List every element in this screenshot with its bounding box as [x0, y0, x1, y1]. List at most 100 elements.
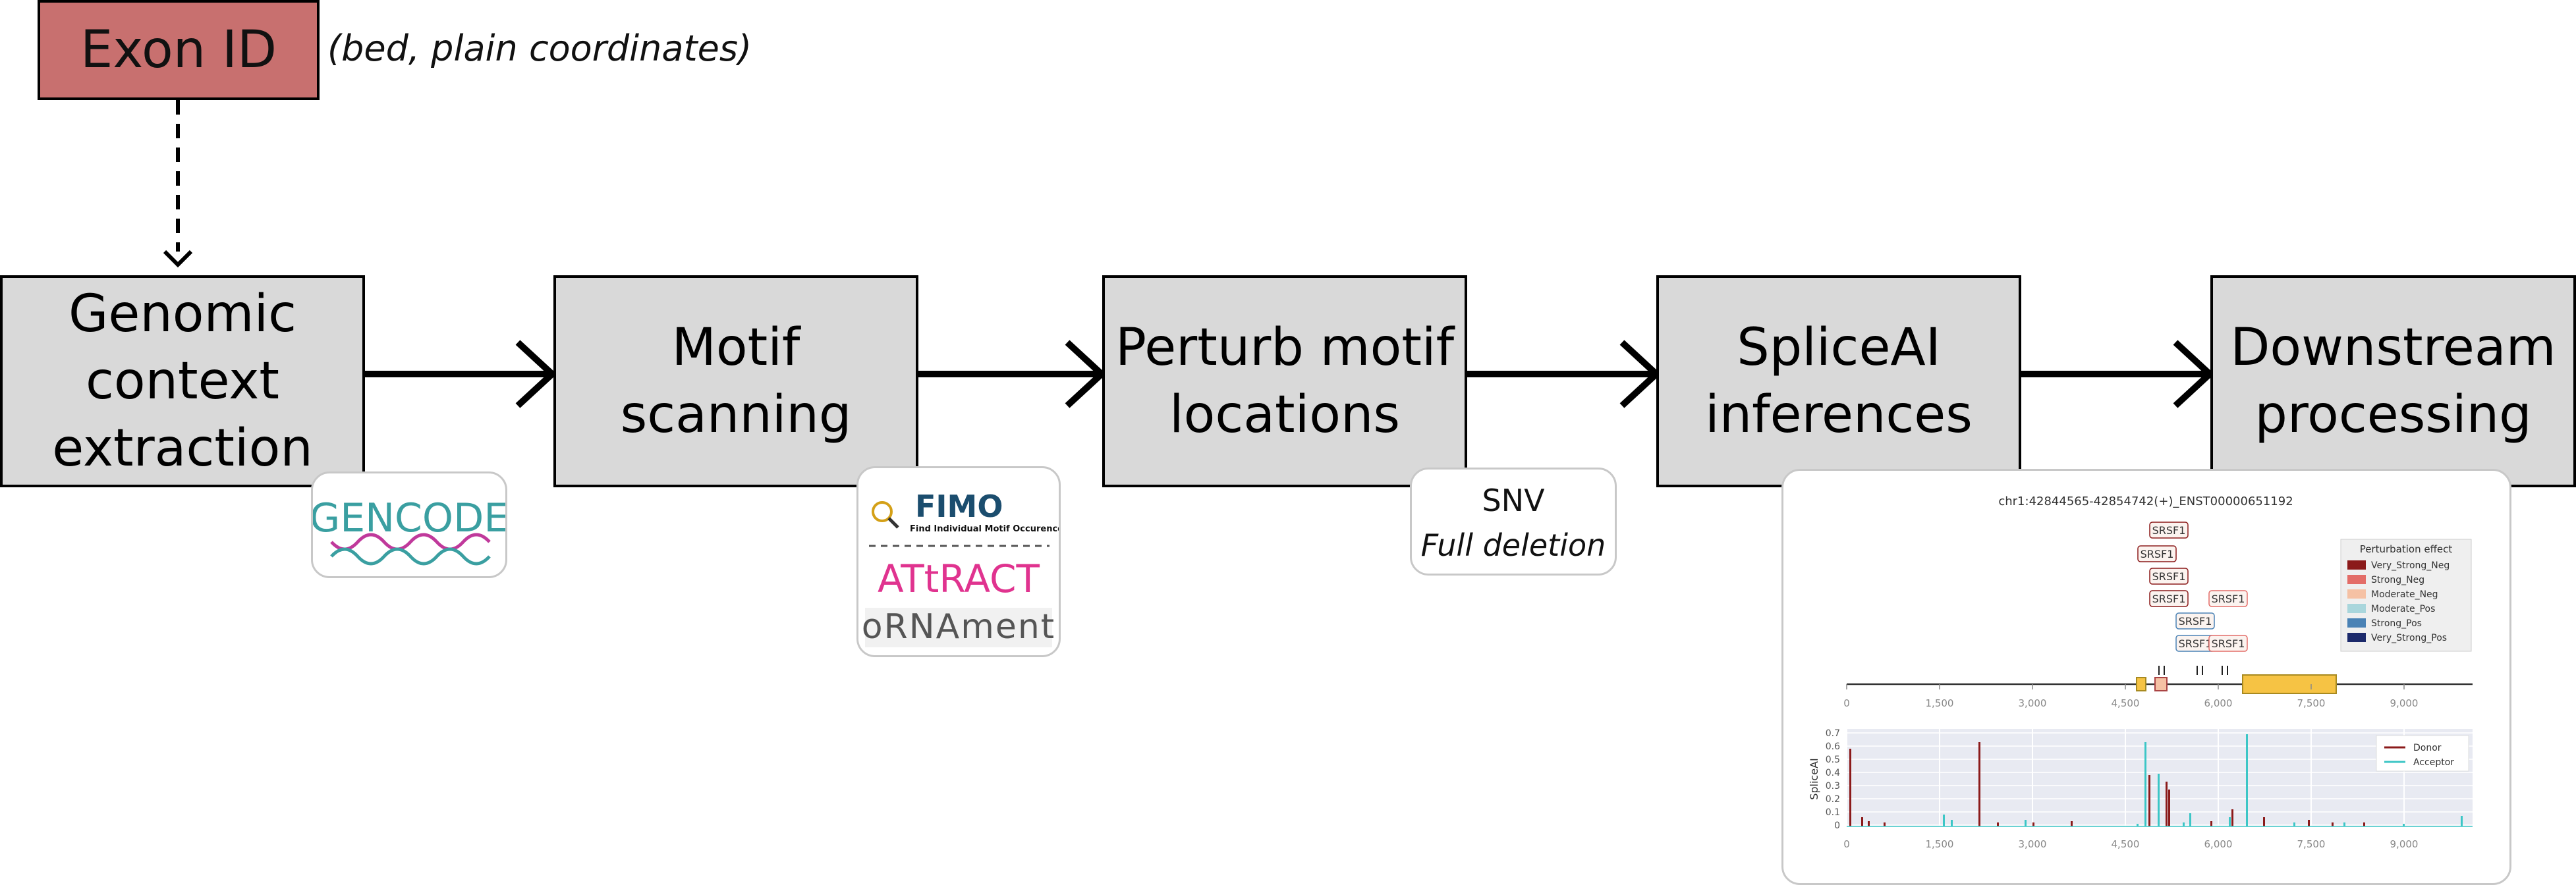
splice-bar	[2158, 774, 2160, 826]
motif-badge-label: SRSF1	[2212, 637, 2245, 650]
splice-bar	[2168, 790, 2170, 826]
legend-swatch	[2347, 604, 2366, 613]
motif-badge-label: SRSF1	[2179, 615, 2212, 628]
legend-item-label: Moderate_Pos	[2371, 604, 2435, 614]
attract-text: ATtRACT	[878, 556, 1040, 601]
ornament-text: oRNAment	[862, 607, 1055, 647]
legend-item-label: Very_Strong_Pos	[2371, 633, 2447, 643]
exon-block	[2242, 674, 2337, 694]
motif-badge-label: SRSF1	[2152, 593, 2186, 605]
motif-tools-card: FIMO Find Individual Motif Occurences AT…	[856, 466, 1069, 657]
step-downstream: Downstream processing	[2210, 275, 2576, 487]
track-x-tick: 3,000	[2019, 697, 2047, 709]
spliceai-plot: chr1:42844565-42854742(+)_ENST0000065119…	[1808, 495, 2473, 850]
splice-y-tick: 0.3	[1826, 781, 1840, 792]
legend-swatch	[2347, 575, 2366, 584]
exon-block	[2136, 677, 2146, 691]
legend-item-label: Strong_Pos	[2371, 618, 2422, 629]
motif-badge-label: SRSF1	[2212, 593, 2245, 605]
perturbation-legend-title: Perturbation effect	[2360, 543, 2453, 555]
track-x-tick: 7,500	[2297, 697, 2326, 709]
plot-title: chr1:42844565-42854742(+)_ENST0000065119…	[1998, 495, 2293, 508]
splice-y-tick: 0.7	[1826, 728, 1840, 739]
dashed-arrowhead	[163, 250, 193, 268]
motif-badge	[2208, 635, 2248, 652]
step-perturb-motif: Perturb motif locations	[1102, 275, 1467, 487]
legend-swatch	[2347, 633, 2366, 642]
splice-bar	[2308, 820, 2310, 826]
splice-bar	[2343, 822, 2345, 826]
step-motif-scanning: Motif scanning	[553, 275, 918, 487]
splice-bar	[2363, 822, 2365, 826]
gencode-logo: GENCODE	[310, 495, 509, 566]
splice-x-tick: 6,000	[2204, 838, 2233, 850]
exon-id-box: Exon ID	[38, 0, 320, 100]
splice-bar	[1951, 820, 1953, 826]
exon-id-label: Exon ID	[80, 20, 277, 80]
legend-swatch	[2347, 618, 2366, 628]
splice-x-tick: 4,500	[2112, 838, 2140, 850]
splice-bar	[2144, 742, 2146, 826]
perturbation-types-card: SNV Full deletion	[1410, 468, 1617, 576]
splice-y-tick: 0.5	[1826, 755, 1840, 765]
legend-item-label: Moderate_Neg	[2371, 589, 2438, 600]
splice-bar	[2025, 820, 2027, 826]
splice-bar	[2137, 824, 2139, 826]
step-spliceai: SpliceAI inferences	[1656, 275, 2021, 487]
track-x-tick: 0	[1843, 697, 1850, 709]
snv-label: SNV	[1482, 483, 1545, 518]
splice-x-tick: 0	[1843, 838, 1850, 850]
splice-x-tick: 9,000	[2390, 838, 2419, 850]
splice-bar	[2229, 817, 2231, 826]
motif-badge	[2208, 590, 2248, 607]
series-legend-label: Acceptor	[2413, 757, 2454, 768]
splice-bar	[2246, 734, 2248, 826]
splice-bar	[2461, 816, 2463, 826]
splice-x-tick: 7,500	[2297, 838, 2326, 850]
spliceai-plot-card: chr1:42844565-42854742(+)_ENST0000065119…	[1781, 469, 2511, 885]
legend-item-label: Strong_Neg	[2371, 575, 2424, 585]
splice-bar	[2166, 782, 2168, 826]
exon-block	[2154, 677, 2168, 691]
splice-bar	[1868, 821, 1870, 826]
motif-badge	[2149, 590, 2189, 607]
track-x-tick: 9,000	[2390, 697, 2419, 709]
splice-bar	[2403, 824, 2405, 826]
splice-bar	[2263, 817, 2265, 826]
splice-y-tick: 0.4	[1826, 768, 1840, 778]
exon-id-note: (bed, plain coordinates)	[327, 28, 752, 69]
splice-y-tick: 0	[1834, 820, 1840, 831]
motif-badge-label: SRSF1	[2179, 637, 2212, 650]
motif-badge-label: SRSF1	[2141, 548, 2174, 560]
splice-bar	[2032, 822, 2034, 826]
track-x-tick: 1,500	[1926, 697, 1954, 709]
splice-bar	[2148, 775, 2150, 826]
legend-swatch	[2347, 589, 2366, 599]
splice-y-tick: 0.1	[1826, 807, 1840, 818]
motif-badge	[2137, 545, 2177, 562]
splice-y-tick: 0.6	[1826, 741, 1840, 752]
splice-bar	[1849, 749, 1851, 826]
motif-badge	[2149, 568, 2189, 585]
deletion-label: Full deletion	[1420, 527, 1606, 563]
legend-swatch	[2347, 560, 2366, 570]
series-legend	[2376, 735, 2469, 772]
magnifier-icon	[872, 501, 893, 522]
legend-item-label: Very_Strong_Neg	[2371, 560, 2450, 571]
splice-x-tick: 1,500	[1926, 838, 1954, 850]
splice-bar	[1978, 742, 1980, 826]
gencode-logo-card: GENCODE	[310, 471, 509, 578]
splice-bar	[2183, 822, 2185, 826]
step-genomic-context: Genomic context extraction	[0, 275, 365, 487]
motif-badge	[2149, 522, 2189, 539]
motif-badge	[2175, 612, 2215, 630]
fimo-text: FIMO	[915, 489, 1003, 524]
splice-y-label: SpliceAI	[1808, 758, 1820, 800]
motif-badge-label: SRSF1	[2152, 524, 2186, 537]
splice-bar	[2231, 809, 2233, 826]
track-x-tick: 6,000	[2204, 697, 2233, 709]
splice-bar	[1997, 822, 1999, 826]
splice-bar	[1884, 822, 1886, 826]
track-x-tick: 4,500	[2112, 697, 2140, 709]
